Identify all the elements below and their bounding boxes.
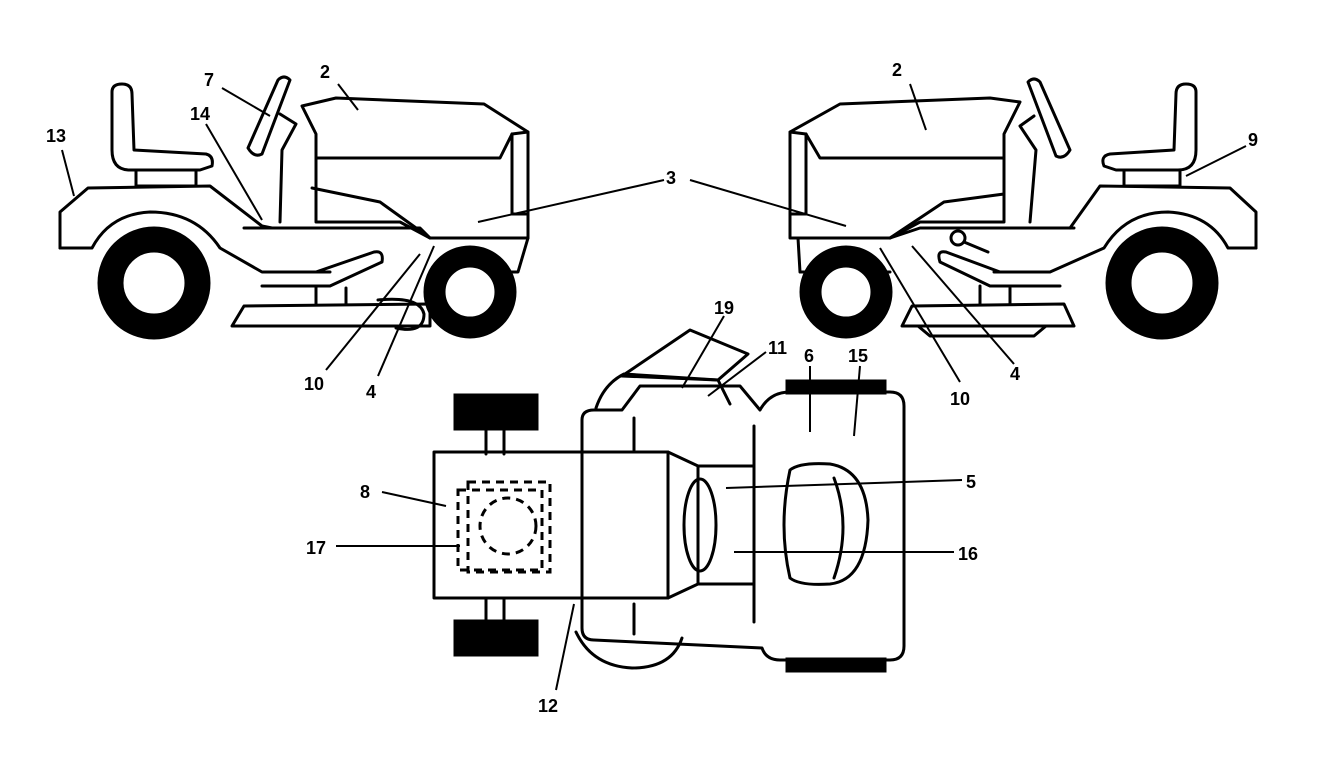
top-dashed-panel-inner (466, 480, 552, 574)
callout-right-2: 2 (892, 60, 902, 80)
top-view (432, 328, 906, 673)
top-steering-wheel (682, 477, 718, 573)
callout-top-12: 12 (538, 696, 558, 716)
callout-right-10: 10 (950, 389, 970, 409)
left-hood-line (310, 186, 432, 240)
top-discharge-chute (620, 328, 750, 382)
right-seat-base (1122, 168, 1182, 188)
leader-lines (61, 83, 1247, 691)
callout-left-4: 4 (366, 382, 376, 402)
callout-right-9: 9 (1248, 130, 1258, 150)
left-seat-base (134, 168, 198, 188)
callout-top-6: 6 (804, 346, 814, 366)
right-pedal (937, 250, 1062, 288)
left-rear-fender (58, 184, 274, 250)
right-fender-arch (992, 210, 1258, 274)
top-front-wheel-lower (453, 619, 539, 657)
top-hood-taper (666, 450, 756, 600)
top-rear-wheel-upper (785, 379, 887, 395)
right-rear-fender (1068, 184, 1258, 250)
left-side-view (58, 75, 530, 340)
right-deck-support (978, 284, 1012, 306)
left-deck-support (314, 284, 348, 306)
right-deck-lower (916, 324, 1048, 338)
callout-left-7: 7 (204, 70, 214, 90)
top-rear-wheel-lower (785, 657, 887, 673)
right-seat (1101, 82, 1198, 172)
callout-right-4: 4 (1010, 364, 1020, 384)
right-mower-deck (900, 302, 1076, 328)
right-front-hub (818, 264, 874, 320)
callout-left-10: 10 (304, 374, 324, 394)
top-chute-base (594, 372, 732, 410)
left-hood (300, 96, 530, 240)
top-hood-front (432, 450, 670, 600)
top-dashed-circle (478, 496, 538, 556)
callout-top-16: 16 (958, 544, 978, 564)
callout-top-5: 5 (966, 472, 976, 492)
left-fender-arch (58, 210, 332, 274)
top-front-wheel-upper (453, 393, 539, 431)
left-seat (110, 82, 214, 172)
right-steering-wheel (1026, 77, 1072, 159)
right-grille (788, 130, 808, 216)
left-front-hub (442, 264, 498, 320)
callout-left-14: 14 (190, 104, 210, 124)
callout-top-15: 15 (848, 346, 868, 366)
left-steering-wheel (246, 75, 292, 157)
right-lever-knob (949, 229, 967, 247)
left-rear-hub (120, 249, 188, 317)
right-side-view (788, 77, 1258, 340)
callout-top-17: 17 (306, 538, 326, 558)
right-lever (962, 240, 990, 254)
callout-top-19: 19 (714, 298, 734, 318)
callout-shared-3: 3 (666, 168, 676, 188)
top-dashed-panel-outer (456, 488, 544, 572)
top-seat (782, 462, 870, 586)
callout-left-13: 13 (46, 126, 66, 146)
callout-labels: 2 7 13 14 3 10 4 2 9 10 4 19 11 6 15 5 1… (46, 60, 1258, 716)
callout-top-8: 8 (360, 482, 370, 502)
left-deck-chute (376, 297, 426, 331)
callout-top-11: 11 (768, 338, 787, 358)
right-hood-panel (804, 132, 1006, 160)
callout-left-2: 2 (320, 62, 330, 82)
left-pedal (260, 250, 384, 288)
top-side-bag (574, 630, 684, 670)
right-hood (788, 96, 1022, 240)
top-front-axle (484, 428, 506, 622)
left-grille (510, 130, 530, 216)
left-hood-panel (314, 132, 514, 160)
right-rear-hub (1128, 249, 1196, 317)
left-steering-column (278, 112, 298, 224)
top-seat-back (832, 476, 845, 580)
right-steering-column (1018, 114, 1038, 224)
right-hood-line (888, 192, 1006, 240)
